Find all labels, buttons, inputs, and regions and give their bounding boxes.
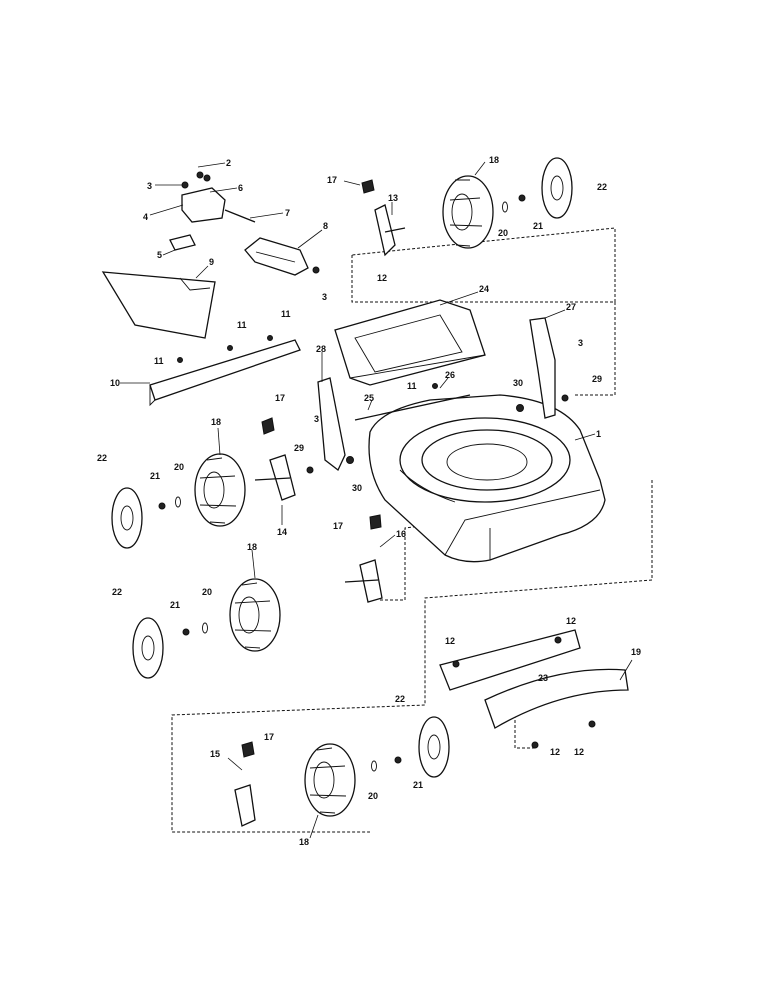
- callout-20: 20: [368, 791, 378, 801]
- callout-25: 25: [364, 393, 374, 403]
- callout-16: 16: [396, 529, 406, 539]
- part-wheel-front-right: [304, 743, 356, 817]
- part-wheel-washers: [158, 194, 526, 772]
- callout-8: 8: [323, 221, 328, 231]
- callout-19: 19: [631, 647, 641, 657]
- part-handle-bracket: [244, 237, 309, 276]
- callout-28: 28: [316, 344, 326, 354]
- callout-22: 22: [112, 587, 122, 597]
- callout-21: 21: [170, 600, 180, 610]
- callout-20: 20: [174, 462, 184, 472]
- callout-13: 13: [388, 193, 398, 203]
- part-rear-flap-bar: [149, 339, 301, 407]
- callout-21: 21: [413, 780, 423, 790]
- callout-3: 3: [147, 181, 152, 191]
- callout-18: 18: [211, 417, 221, 427]
- callout-29: 29: [294, 443, 304, 453]
- callout-2: 2: [226, 158, 231, 168]
- callout-3: 3: [314, 414, 319, 424]
- callout-leader-lines: [120, 161, 633, 839]
- part-small-hardware: [169, 171, 320, 274]
- callout-18: 18: [247, 542, 257, 552]
- callout-24: 24: [479, 284, 489, 294]
- callout-30: 30: [513, 378, 523, 388]
- callout-22: 22: [597, 182, 607, 192]
- callout-12: 12: [445, 636, 455, 646]
- callout-1: 1: [596, 429, 601, 439]
- callout-17: 17: [333, 521, 343, 531]
- callout-12: 12: [377, 273, 387, 283]
- callout-12: 12: [550, 747, 560, 757]
- part-rear-flap: [101, 271, 216, 339]
- part-hubcaps: [111, 157, 573, 778]
- callout-10: 10: [110, 378, 120, 388]
- assembly-guide-lines: [171, 227, 653, 833]
- callout-29: 29: [592, 374, 602, 384]
- callout-3: 3: [322, 292, 327, 302]
- callout-7: 7: [285, 208, 290, 218]
- callout-11: 11: [407, 381, 417, 391]
- callout-11: 11: [281, 309, 291, 319]
- callout-12: 12: [574, 747, 584, 757]
- callout-27: 27: [566, 302, 576, 312]
- callout-17: 17: [264, 732, 274, 742]
- part-axle-brackets: [234, 179, 406, 827]
- part-mower-deck: [368, 394, 606, 563]
- part-height-brackets: [306, 317, 569, 474]
- callout-17: 17: [327, 175, 337, 185]
- part-front-brackets: [439, 629, 629, 749]
- callout-22: 22: [97, 453, 107, 463]
- callout-12: 12: [566, 616, 576, 626]
- callout-15: 15: [210, 749, 220, 759]
- callout-3: 3: [578, 338, 583, 348]
- callout-6: 6: [238, 183, 243, 193]
- part-wheel-front-left: [229, 578, 281, 652]
- callout-30: 30: [352, 483, 362, 493]
- part-top-cover: [334, 299, 486, 386]
- callout-5: 5: [157, 250, 162, 260]
- callout-20: 20: [202, 587, 212, 597]
- part-rear-rod: [177, 335, 471, 421]
- callout-17: 17: [275, 393, 285, 403]
- callout-18: 18: [489, 155, 499, 165]
- callout-23: 23: [538, 673, 548, 683]
- callout-18: 18: [299, 837, 309, 847]
- callout-21: 21: [533, 221, 543, 231]
- callout-11: 11: [154, 356, 164, 366]
- callout-11: 11: [237, 320, 247, 330]
- callout-14: 14: [277, 527, 287, 537]
- callout-22: 22: [395, 694, 405, 704]
- part-wheel-rear-left: [194, 453, 246, 527]
- callout-9: 9: [209, 257, 214, 267]
- callout-labels: 1 2 3 3 3 3 4 5 6 7 8 9 10 11 11 11 11 1…: [97, 155, 641, 847]
- callout-20: 20: [498, 228, 508, 238]
- part-wheel-rear-right: [442, 175, 494, 249]
- callout-21: 21: [150, 471, 160, 481]
- callout-26: 26: [445, 370, 455, 380]
- callout-4: 4: [143, 212, 148, 222]
